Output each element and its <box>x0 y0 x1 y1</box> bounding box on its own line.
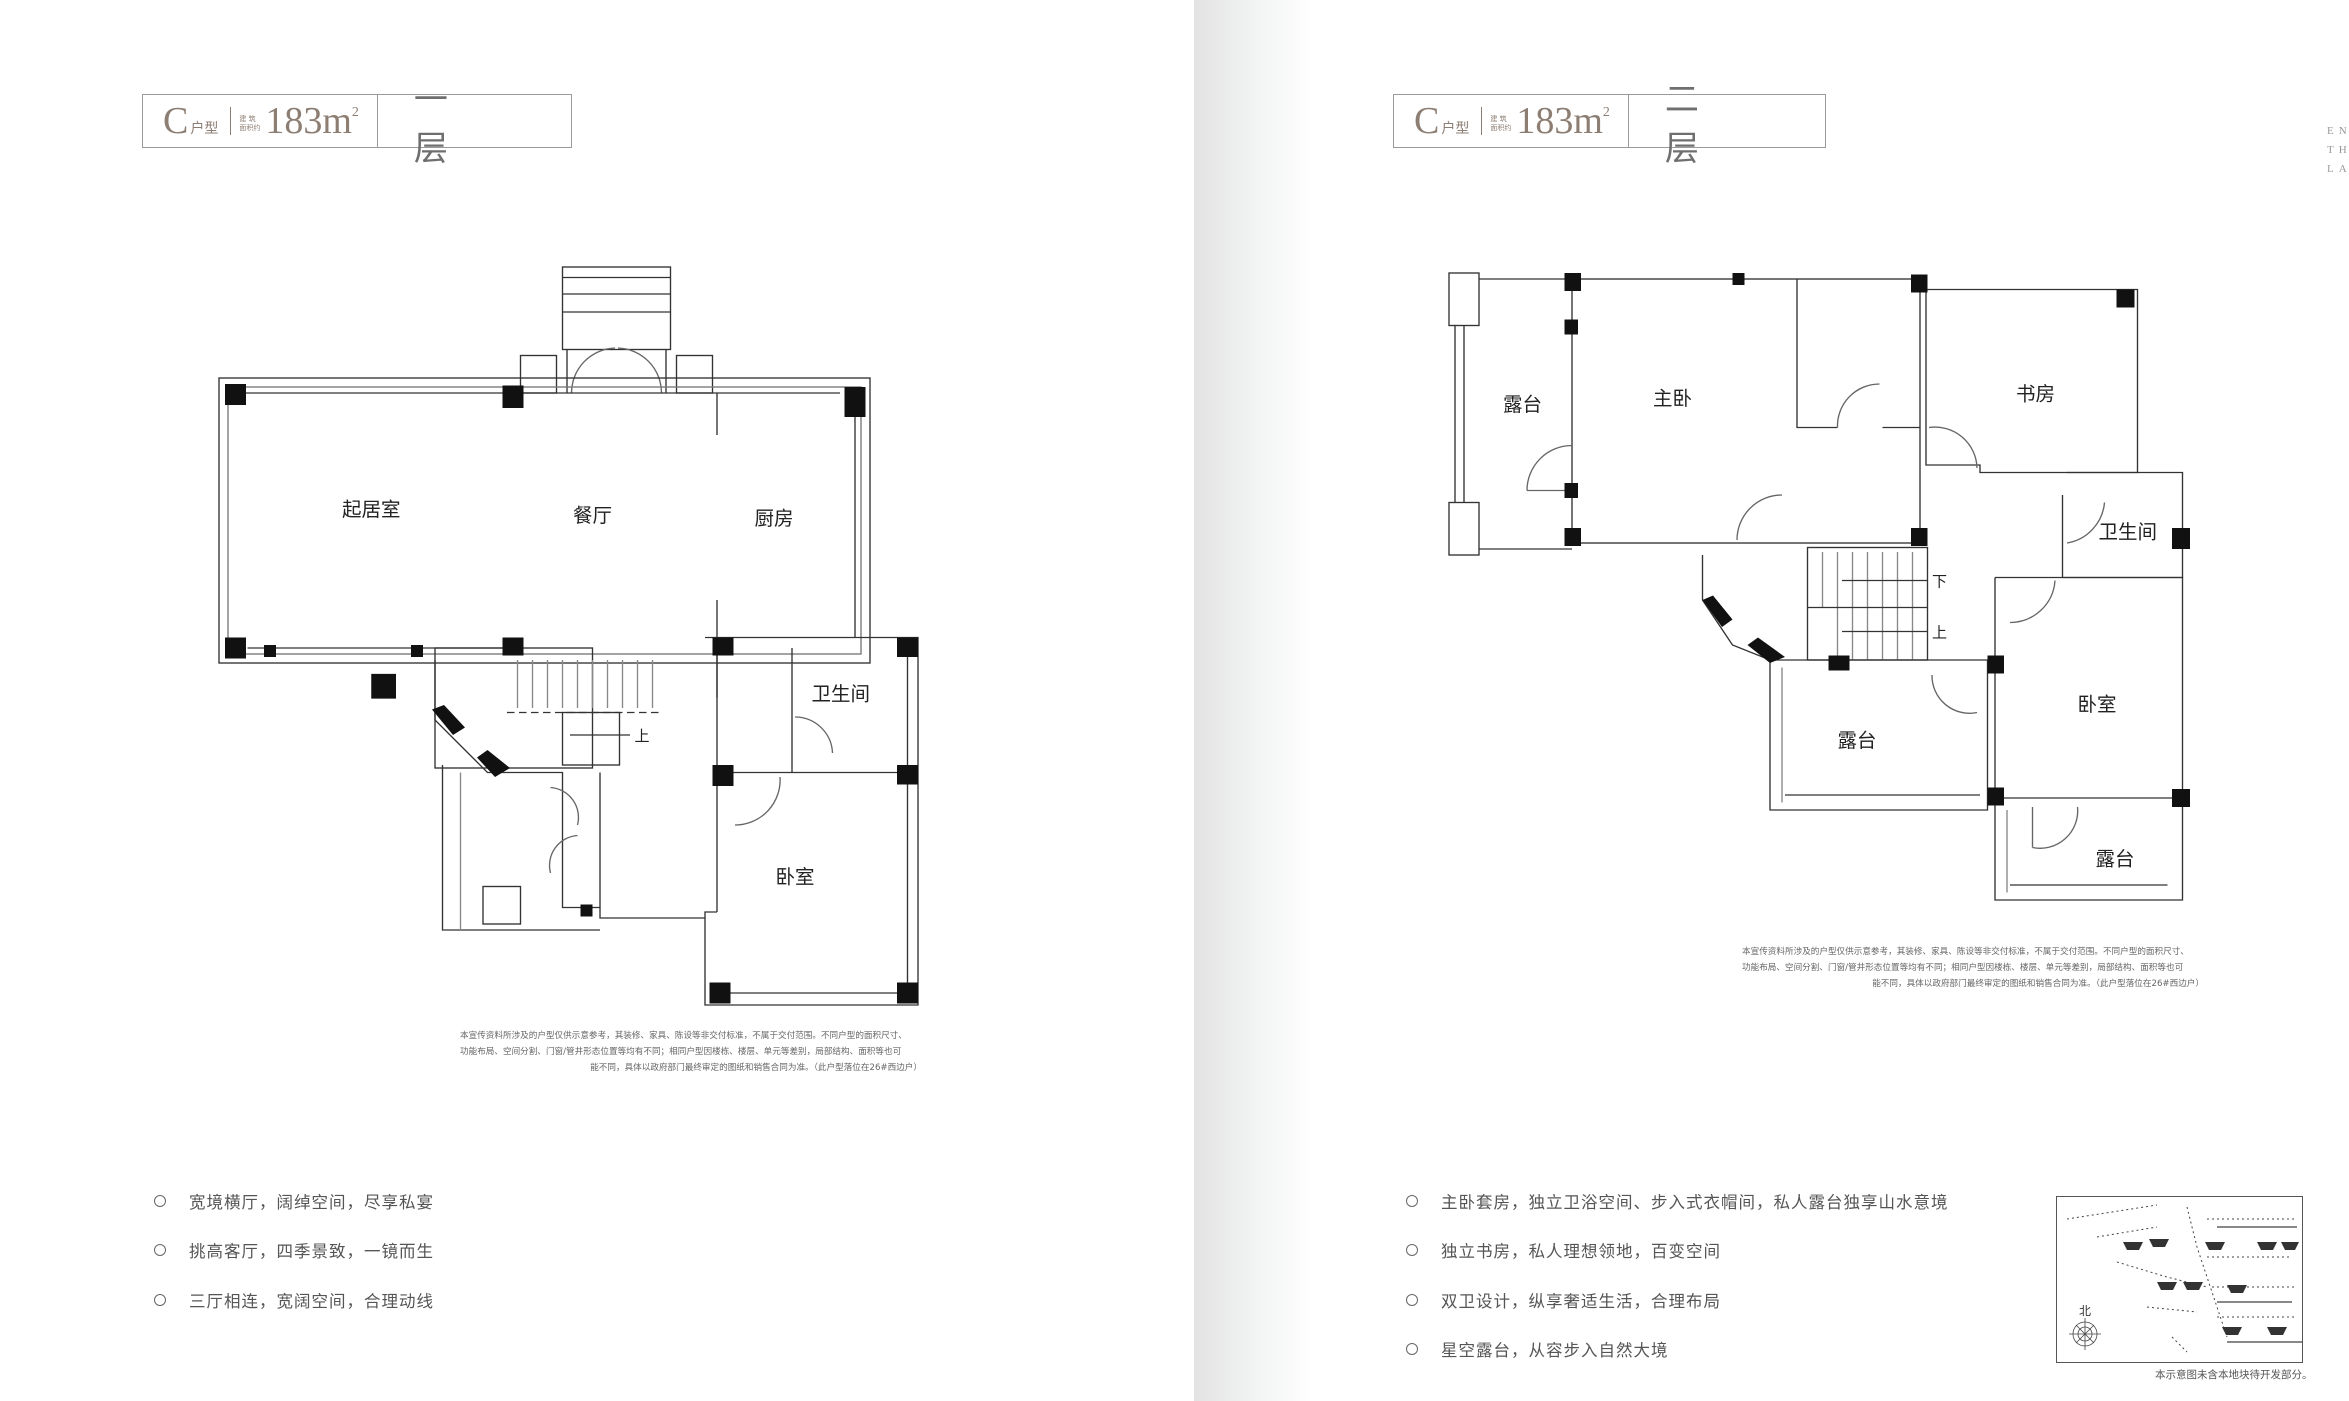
floor2-room-labels: 露台 主卧 书房 卫生间 下 上 露台 卧室 露台 <box>1503 383 2157 871</box>
area-label-bottom: 面积约 <box>239 124 261 132</box>
divider <box>230 107 232 135</box>
feature-text: 挑高客厅，四季景致，一镜而生 <box>189 1242 434 1262</box>
floor1-disclaimer: 本宣传资料所涉及的户型仅供示意参考，其装修、家具、陈设等非交付标准，不属于交付范… <box>460 1028 922 1076</box>
corner-line: TH <box>2327 144 2349 156</box>
area-label-top: 建 筑 <box>1490 115 1507 123</box>
circle-bullet-icon <box>1406 1343 1418 1356</box>
unit-letter: C <box>1414 100 1440 142</box>
circle-bullet-icon <box>154 1194 166 1207</box>
floor2-features: 主卧套房，独立卫浴空间、步入式衣帽间，私人露台独享山水意境 独立书房，私人理想领… <box>1406 1176 1949 1374</box>
disclaimer-line: 本宣传资料所涉及的户型仅供示意参考，其装修、家具、陈设等非交付标准，不属于交付范… <box>460 1031 907 1041</box>
room-label-terrace-west: 露台 <box>1503 393 1542 416</box>
disclaimer-line: 功能布局、空间分割、门窗/管井形态位置等均有不同；相同户型因楼栋、楼层、单元等差… <box>1742 963 2184 973</box>
site-map-caption: 本示意图未含本地块待开发部分。 <box>2155 1369 2313 1381</box>
feature-text: 三厅相连，宽阔空间，合理动线 <box>189 1291 434 1311</box>
circle-bullet-icon <box>1406 1244 1418 1257</box>
site-location-map: 北 <box>2056 1196 2303 1363</box>
room-label-living: 起居室 <box>342 498 401 521</box>
floor2-disclaimer: 本宣传资料所涉及的户型仅供示意参考，其装修、家具、陈设等非交付标准，不属于交付范… <box>1742 944 2204 992</box>
area-unit-sup: 2 <box>1602 105 1610 120</box>
room-label-kitchen: 厨房 <box>755 507 794 530</box>
area-label: 建 筑面积约 <box>1490 115 1516 133</box>
disclaimer-line: 能不同，具体以政府部门最终审定的图纸和销售合同为准。（此户型落位在26#西边户） <box>590 1063 922 1073</box>
room-label-terrace-se: 露台 <box>2096 848 2135 871</box>
compass-rose-icon <box>2069 1318 2101 1350</box>
floor1-plan <box>218 266 919 1006</box>
feature-item: 双卫设计，纵享奢适生活，合理布局 <box>1406 1275 1949 1325</box>
room-label-bedroom: 卧室 <box>776 866 815 889</box>
disclaimer-line: 能不同，具体以政府部门最终审定的图纸和销售合同为准。（此户型落位在26#西边户） <box>1872 979 2204 989</box>
building-marks <box>2123 1239 2299 1335</box>
divider <box>1481 107 1483 135</box>
unit-type-label: 户型 <box>1441 121 1470 137</box>
north-label: 北 <box>2079 1304 2091 1318</box>
feature-text: 宽境横厅，阔绰空间，尽享私宴 <box>189 1192 434 1212</box>
area-label-bottom: 面积约 <box>1490 124 1512 132</box>
corner-text: EN TH LA <box>2327 122 2349 179</box>
feature-item: 星空露台，从容步入自然大境 <box>1406 1325 1949 1375</box>
area-value: 183m <box>1516 100 1603 142</box>
unit-type-area: C 户型 建 筑面积约 183m 2 <box>143 95 378 147</box>
floor1-room-labels: 起居室 餐厅 厨房 卫生间 卧室 上 <box>342 498 870 889</box>
circle-bullet-icon <box>1406 1194 1418 1207</box>
stairs-down-label: 下 <box>1932 573 1947 591</box>
feature-item: 主卧套房，独立卫浴空间、步入式衣帽间，私人露台独享山水意境 <box>1406 1176 1949 1226</box>
unit-letter: C <box>163 100 189 142</box>
feature-item: 宽境横厅，阔绰空间，尽享私宴 <box>154 1176 434 1226</box>
room-label-terrace-south: 露台 <box>1838 729 1877 752</box>
feature-text: 独立书房，私人理想领地，百变空间 <box>1441 1242 1721 1262</box>
corner-line: EN <box>2327 125 2349 137</box>
area-unit-sup: 2 <box>351 105 359 120</box>
floor1-features: 宽境横厅，阔绰空间，尽享私宴 挑高客厅，四季景致，一镜而生 三厅相连，宽阔空间，… <box>154 1176 434 1325</box>
floor2-plan <box>1448 272 2184 901</box>
corner-line: LA <box>2327 163 2349 175</box>
room-label-bathroom: 卫生间 <box>812 683 871 706</box>
site-map-drawing: 北 <box>2066 1204 2302 1353</box>
page-fold-shadow <box>1194 0 1314 1401</box>
room-label-bedroom: 卧室 <box>2078 693 2117 716</box>
unit-type-label: 户型 <box>190 121 219 137</box>
circle-bullet-icon <box>154 1293 166 1306</box>
feature-text: 双卫设计，纵享奢适生活，合理布局 <box>1441 1291 1721 1311</box>
feature-item: 三厅相连，宽阔空间，合理动线 <box>154 1275 434 1325</box>
disclaimer-line: 功能布局、空间分割、门窗/管井形态位置等均有不同；相同户型因楼栋、楼层、单元等差… <box>460 1047 902 1057</box>
feature-item: 挑高客厅，四季景致，一镜而生 <box>154 1226 434 1276</box>
area-label-top: 建 筑 <box>239 115 256 123</box>
feature-text: 主卧套房，独立卫浴空间、步入式衣帽间，私人露台独享山水意境 <box>1441 1192 1949 1212</box>
room-label-master-bedroom: 主卧 <box>1653 387 1692 410</box>
floor2-columns <box>1564 273 2190 807</box>
room-label-dining: 餐厅 <box>573 504 612 527</box>
area-label: 建 筑面积约 <box>239 115 265 133</box>
area-value: 183m <box>265 100 352 142</box>
unit-type-area: C 户型 建 筑面积约 183m 2 <box>1394 95 1629 147</box>
room-label-study: 书房 <box>2016 383 2055 406</box>
feature-text: 星空露台，从容步入自然大境 <box>1441 1341 1669 1361</box>
stairs-up-label: 上 <box>635 727 650 745</box>
stairs-up-label: 上 <box>1932 624 1947 642</box>
circle-bullet-icon <box>1406 1293 1418 1306</box>
circle-bullet-icon <box>154 1244 166 1257</box>
disclaimer-line: 本宣传资料所涉及的户型仅供示意参考，其装修、家具、陈设等非交付标准，不属于交付范… <box>1742 947 2189 957</box>
feature-item: 独立书房，私人理想领地，百变空间 <box>1406 1226 1949 1276</box>
room-label-bathroom: 卫生间 <box>2099 521 2158 544</box>
floor1-columns <box>225 384 918 1004</box>
